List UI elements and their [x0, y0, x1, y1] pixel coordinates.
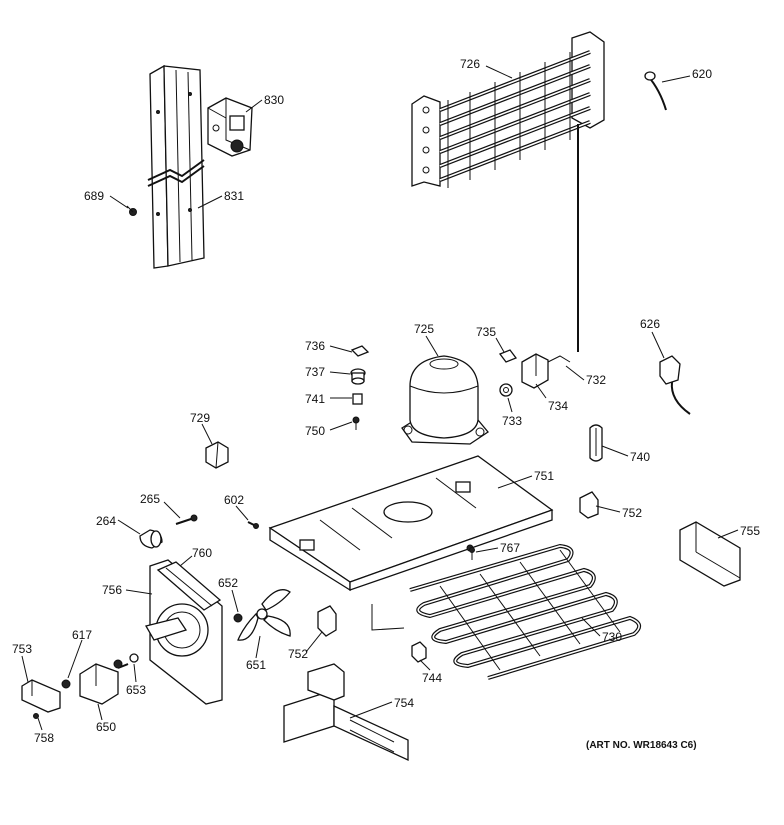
part-650-fan-motor	[79, 663, 129, 705]
art-number: (ART NO. WR18643 C6)	[586, 740, 697, 751]
callout-737: 737	[305, 365, 326, 379]
part-758-screw	[33, 713, 39, 719]
part-602-screw	[247, 521, 259, 529]
callout-752-lower: 752	[288, 647, 309, 661]
part-752-bracket-left	[317, 605, 337, 637]
part-760-channel	[156, 561, 222, 611]
part-732-wire	[547, 355, 571, 363]
callout-741: 741	[305, 392, 326, 406]
callout-752-upper: 752	[622, 506, 643, 520]
callout-729: 729	[190, 411, 211, 425]
callout-651: 651	[246, 658, 267, 672]
part-736-clip	[350, 345, 370, 357]
callout-736: 736	[305, 339, 326, 353]
callout-744: 744	[422, 671, 443, 685]
part-752-bracket-right	[579, 491, 599, 519]
part-264-bushing	[139, 529, 163, 549]
part-744-clip	[411, 641, 427, 663]
callout-750: 750	[305, 424, 326, 438]
callout-264: 264	[96, 514, 117, 528]
callout-830: 830	[264, 93, 285, 107]
callout-732: 732	[586, 373, 607, 387]
part-831-channel-bracket	[147, 64, 205, 269]
part-653-nut	[129, 653, 139, 663]
callout-653: 653	[126, 683, 147, 697]
callout-733: 733	[502, 414, 523, 428]
callout-760: 760	[192, 546, 213, 560]
part-755-bracket	[679, 521, 741, 587]
callout-725: 725	[414, 322, 435, 336]
part-626-harness	[659, 355, 691, 415]
callout-650: 650	[96, 720, 117, 734]
callout-265: 265	[140, 492, 161, 506]
part-740-clip	[589, 424, 603, 462]
part-735-cover	[498, 349, 518, 363]
callout-735: 735	[476, 325, 497, 339]
part-652-nut	[233, 613, 243, 623]
part-620-tube	[644, 71, 667, 111]
part-734-relay	[521, 353, 549, 389]
callout-730: 730	[602, 630, 623, 644]
callout-626: 626	[640, 317, 661, 331]
part-617-grommet	[61, 659, 123, 689]
callout-740: 740	[630, 450, 651, 464]
callout-755: 755	[740, 524, 761, 538]
part-689-screw	[126, 205, 137, 216]
part-737-grommet	[350, 368, 366, 385]
part-726-condenser	[411, 31, 605, 352]
callout-758: 758	[34, 731, 55, 745]
callout-689: 689	[84, 189, 105, 203]
callout-756: 756	[102, 583, 123, 597]
callout-652: 652	[218, 576, 239, 590]
callout-734: 734	[548, 399, 569, 413]
callout-620: 620	[692, 67, 713, 81]
part-751-base-plate	[268, 455, 554, 592]
part-651-fan-blade	[237, 589, 291, 641]
callout-753: 753	[12, 642, 33, 656]
part-830-hinge	[207, 97, 253, 157]
callout-726: 726	[460, 57, 481, 71]
part-265-screw	[175, 514, 198, 525]
part-730-evaporator	[371, 543, 642, 680]
part-767-screw	[469, 547, 475, 560]
leader-lines	[21, 65, 739, 731]
part-754-duct	[283, 663, 409, 762]
part-750-screw	[352, 416, 360, 430]
callout-602: 602	[224, 493, 245, 507]
callout-831: 831	[224, 189, 245, 203]
part-753-bracket	[21, 679, 61, 713]
callout-751: 751	[534, 469, 555, 483]
part-733-nut	[499, 383, 513, 397]
part-729-capacitor	[205, 441, 229, 469]
callout-617: 617	[72, 628, 93, 642]
part-741-sleeve	[352, 393, 363, 405]
callout-767: 767	[500, 541, 521, 555]
part-725-compressor	[401, 355, 489, 445]
callout-754: 754	[394, 696, 415, 710]
